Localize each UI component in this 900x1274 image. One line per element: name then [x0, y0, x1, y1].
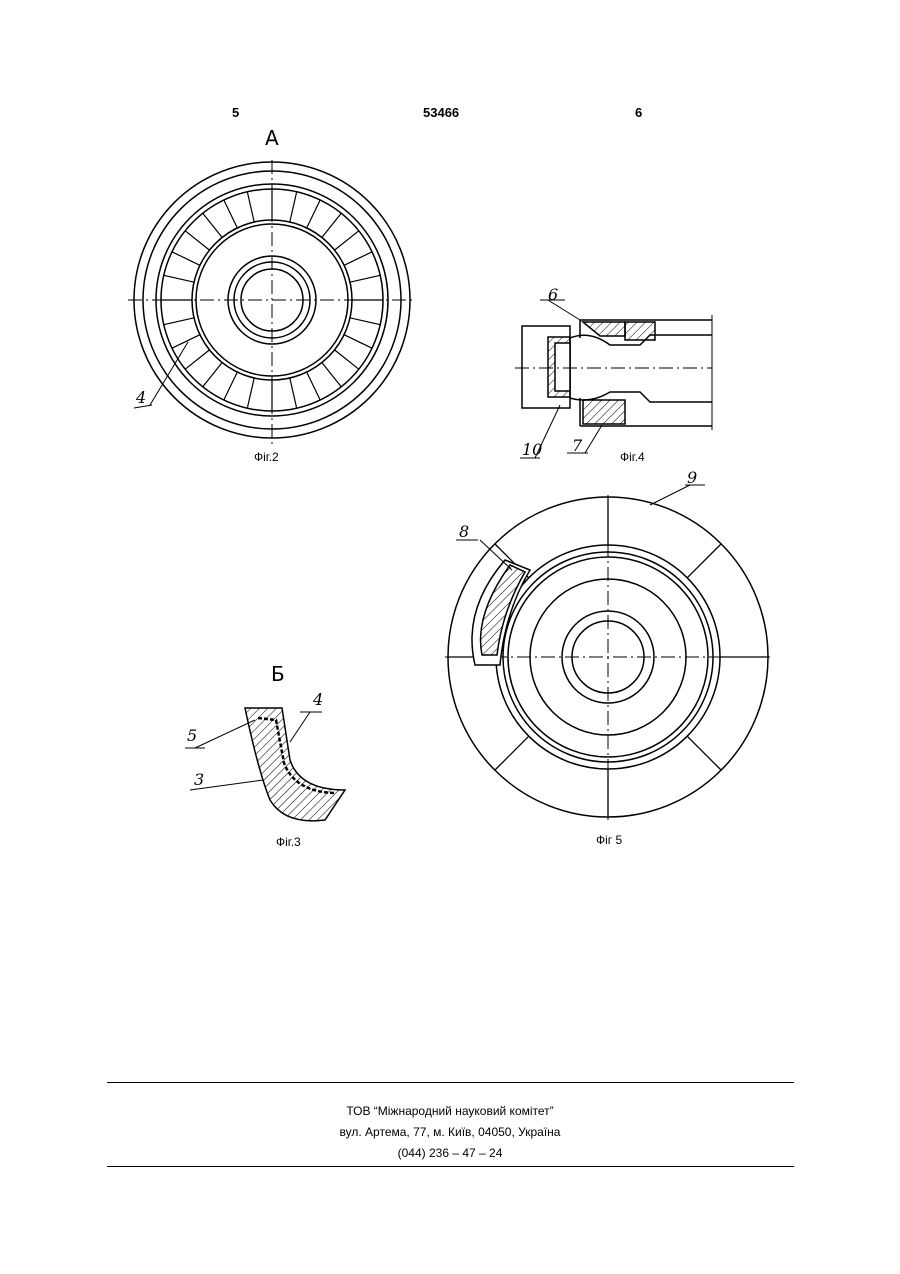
fig4-caption: Фіг.4	[620, 450, 645, 464]
fig4-ref-7: 7	[572, 436, 582, 455]
figure-3-drawing	[185, 708, 345, 821]
figure-2-drawing	[128, 160, 416, 444]
fig5-caption: Фіг 5	[596, 833, 622, 847]
fig5-ref-8: 8	[459, 522, 469, 541]
fig3-view-label: Б	[271, 662, 285, 686]
fig2-caption: Фіг.2	[254, 450, 279, 464]
figure-4-drawing	[515, 300, 712, 458]
figure-5-drawing	[445, 485, 770, 820]
fig4-ref-10: 10	[522, 440, 542, 459]
footer-org: ТОВ “Міжнародний науковий комітет”	[0, 1104, 900, 1118]
footer-phone: (044) 236 – 47 – 24	[0, 1146, 900, 1160]
fig2-view-label: А	[265, 126, 279, 150]
fig5-ref-9: 9	[687, 468, 697, 487]
footer-top-rule	[107, 1082, 794, 1083]
footer-address: вул. Артема, 77, м. Київ, 04050, Україна	[0, 1125, 900, 1139]
fig3-ref-4: 4	[313, 690, 323, 709]
footer-bottom-rule	[107, 1166, 794, 1167]
fig3-ref-5: 5	[187, 726, 197, 745]
fig3-ref-3: 3	[194, 770, 204, 789]
fig4-ref-6: 6	[548, 285, 558, 304]
fig3-caption: Фіг.3	[276, 835, 301, 849]
fig2-ref-4: 4	[136, 388, 146, 407]
